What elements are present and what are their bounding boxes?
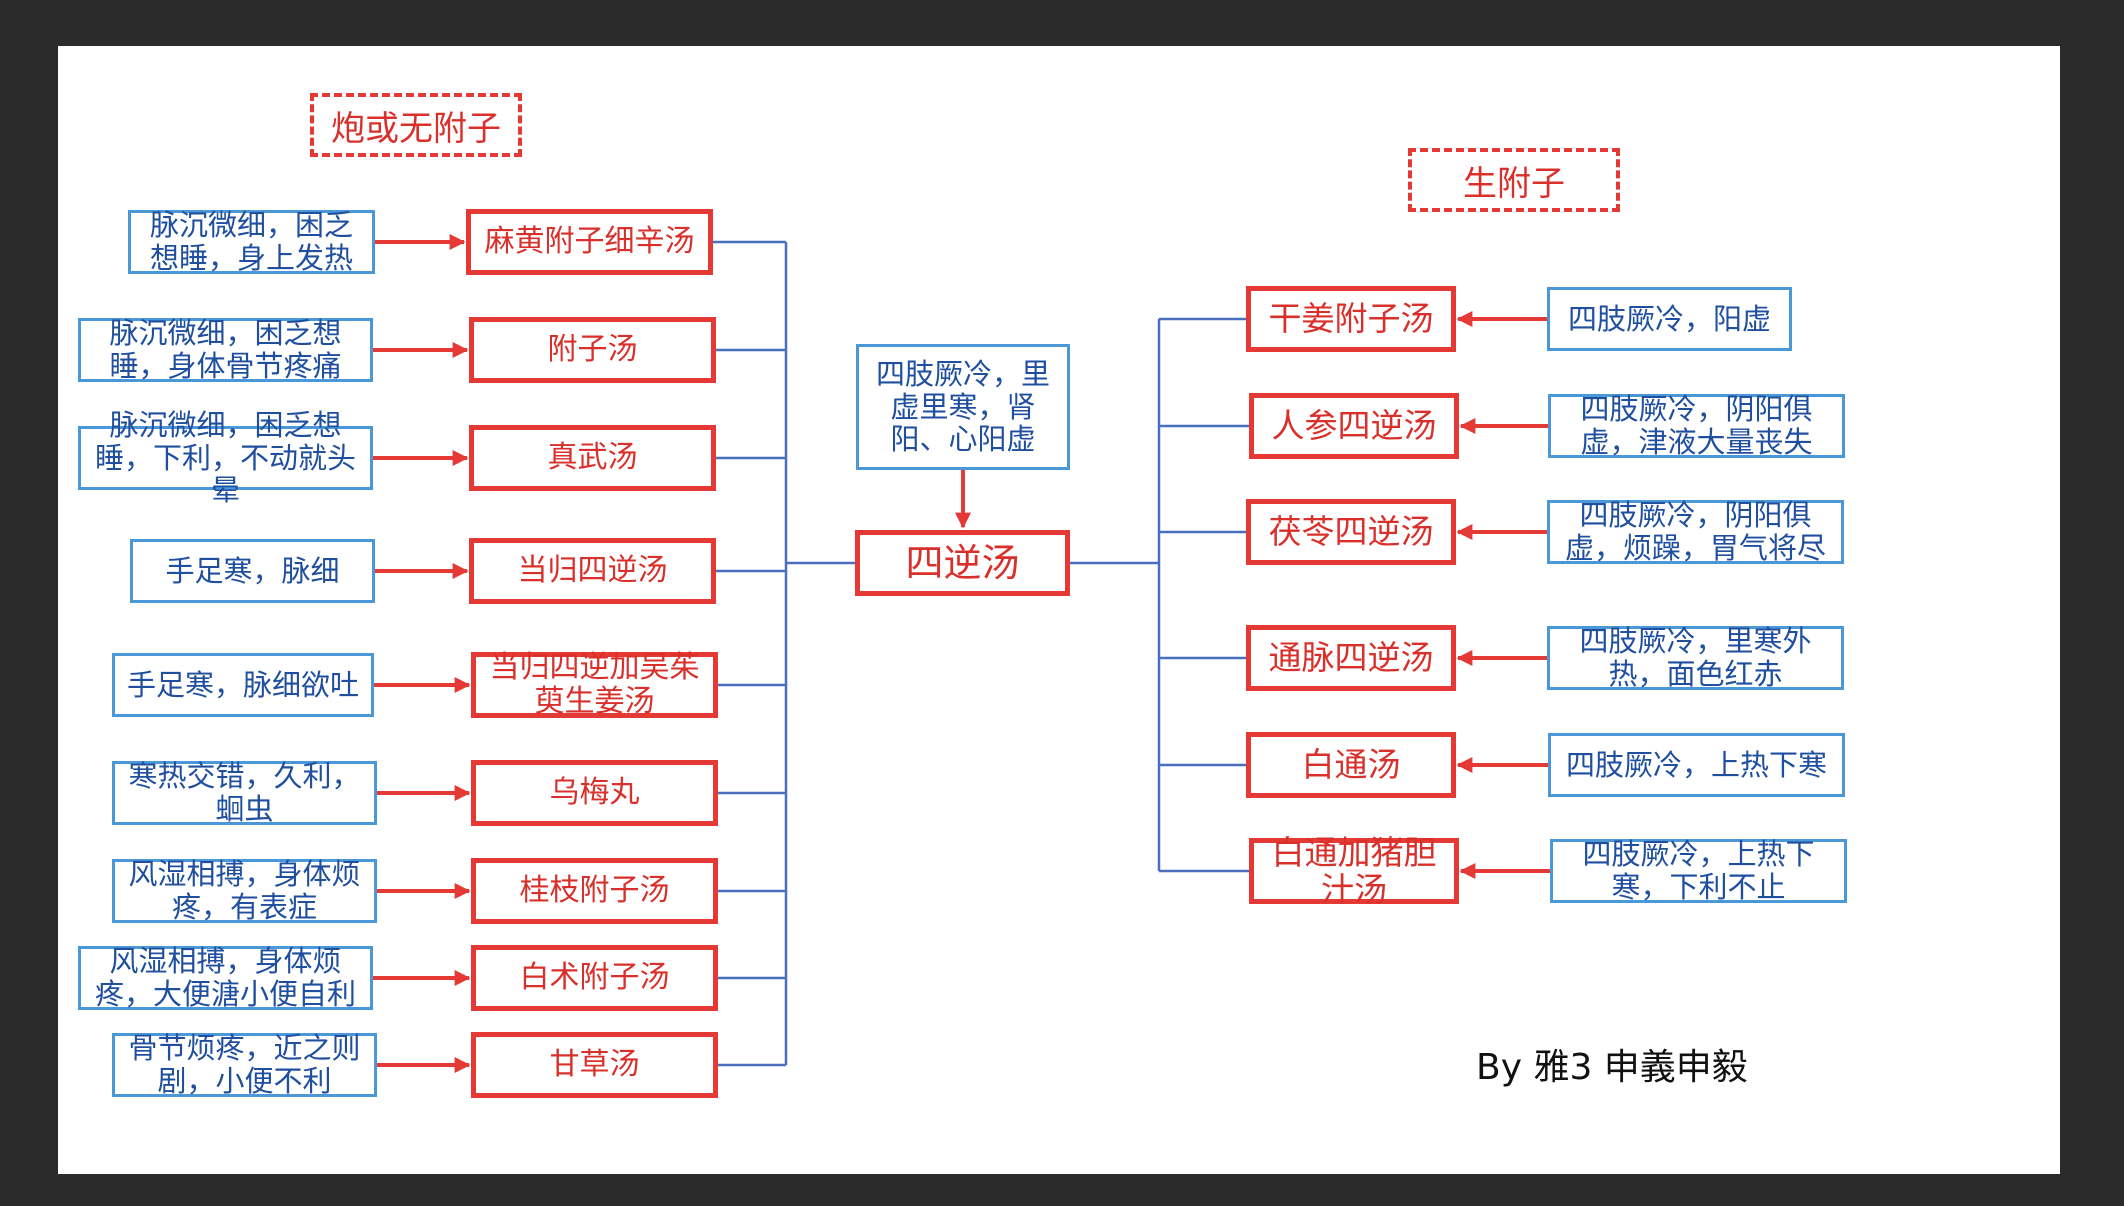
left-remedy-6: 乌梅丸 [471,760,718,826]
left-symptom-9: 骨节烦疼，近之则剧，小便不利 [112,1032,377,1097]
right-symptom-1: 四肢厥冷，阳虚 [1547,287,1792,351]
left-remedy-2: 附子汤 [469,317,716,383]
center-remedy-box: 四逆汤 [855,530,1070,596]
left-symptom-3: 脉沉微细，困乏想睡，下利，不动就头晕 [78,408,373,507]
right-group-label: 生附子 [1408,148,1620,212]
center-symptom-box: 四肢厥冷，里虚里寒，肾阳、心阳虚 [856,344,1070,470]
left-remedy-9: 甘草汤 [471,1032,718,1098]
left-symptom-5: 手足寒，脉细欲吐 [112,653,374,717]
right-symptom-2: 四肢厥冷，阴阳俱虚，津液大量丧失 [1548,393,1845,458]
left-symptom-2: 脉沉微细，困乏想睡，身体骨节疼痛 [78,317,373,382]
left-remedy-1: 麻黄附子细辛汤 [466,209,713,275]
left-symptom-1: 脉沉微细，困乏想睡，身上发热 [128,209,375,274]
left-symptom-8: 风湿相搏，身体烦疼，大便溏小便自利 [78,945,373,1010]
right-symptom-6: 四肢厥冷，上热下寒，下利不止 [1550,838,1847,903]
right-remedy-6: 白通加猪胆汁汤 [1249,834,1459,908]
right-remedy-1: 干姜附子汤 [1246,286,1456,352]
signature: By 雅3 申義申毅 [1476,1047,1748,1088]
diagram-canvas [58,46,2060,1174]
right-symptom-3: 四肢厥冷，阴阳俱虚，烦躁，胃气将尽 [1547,499,1844,564]
right-remedy-5: 白通汤 [1246,732,1456,798]
right-symptom-4: 四肢厥冷，里寒外热，面色红赤 [1547,625,1844,690]
left-group-label: 炮或无附子 [310,93,522,157]
left-remedy-5: 当归四逆加吴茱萸生姜汤 [471,651,718,718]
left-remedy-3: 真武汤 [469,425,716,491]
left-remedy-4: 当归四逆汤 [469,538,716,604]
right-remedy-4: 通脉四逆汤 [1246,625,1456,691]
left-remedy-8: 白术附子汤 [471,945,718,1011]
right-remedy-2: 人参四逆汤 [1249,393,1459,459]
right-remedy-3: 茯苓四逆汤 [1246,499,1456,565]
left-symptom-7: 风湿相搏，身体烦疼，有表症 [112,858,377,923]
right-symptom-5: 四肢厥冷，上热下寒 [1548,733,1845,797]
left-symptom-4: 手足寒，脉细 [130,539,375,603]
left-symptom-6: 寒热交错，久利，蛔虫 [112,760,377,825]
left-remedy-7: 桂枝附子汤 [471,858,718,924]
